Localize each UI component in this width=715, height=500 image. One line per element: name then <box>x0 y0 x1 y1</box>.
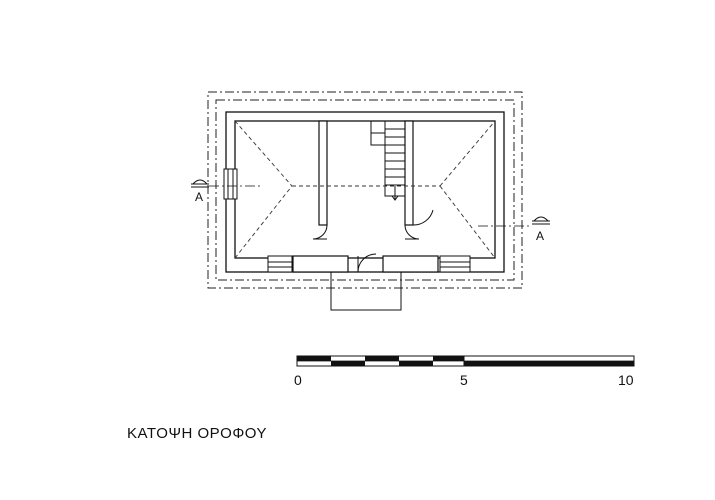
front-wall-segments <box>292 255 439 273</box>
scale-tick-5: 5 <box>460 372 468 388</box>
roof-overhang-outline <box>207 91 523 289</box>
interior-doors <box>312 209 434 240</box>
section-marker-left: A <box>191 179 262 204</box>
scale-bar: 0 5 10 <box>294 355 635 388</box>
staircase <box>370 120 406 201</box>
section-label-left: A <box>195 190 203 204</box>
section-marker-right: A <box>478 216 550 243</box>
section-label-right: A <box>536 229 544 243</box>
roof-hip-lines <box>234 120 496 259</box>
scale-tick-10: 10 <box>618 372 634 388</box>
front-porch <box>330 271 402 311</box>
exterior-walls <box>225 111 505 273</box>
entrance-door <box>357 253 377 273</box>
window-openings <box>223 168 471 273</box>
drawing-title: ΚΑΤΟΨΗ ΟΡΟΦΟΥ <box>127 425 267 442</box>
scale-tick-0: 0 <box>294 372 302 388</box>
